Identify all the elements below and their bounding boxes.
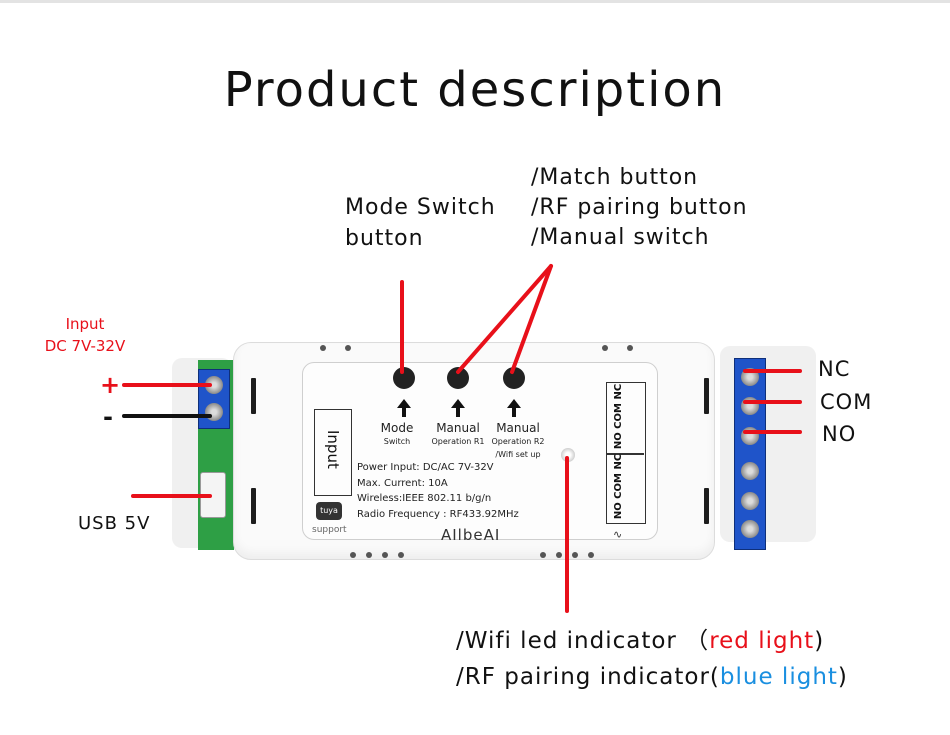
manual-r2-name: Manual <box>496 421 540 435</box>
mode-switch-button[interactable] <box>393 367 415 389</box>
relay1-marking: NO COM NC <box>613 383 625 450</box>
terminal-screw <box>741 462 759 480</box>
terminal-screw <box>741 368 759 386</box>
manual-r1-label: Manual Operation R1 <box>425 422 491 448</box>
manual-r2-sub: Operation R2 <box>491 437 545 446</box>
wifi-led-color: red light <box>709 628 815 654</box>
terminal-screw <box>741 492 759 510</box>
vent-hole <box>320 345 326 351</box>
manual-r2-button[interactable] <box>503 367 525 389</box>
terminal-screw <box>741 520 759 538</box>
com-label: COM <box>820 390 873 414</box>
rf-led-line: /RF pairing indicator(blue light) <box>456 659 848 695</box>
input-label-line1: Input <box>65 315 105 333</box>
power-terminal-block <box>198 369 230 429</box>
mode-button-label: Mode Switch <box>375 422 419 448</box>
usb-label: USB 5V <box>78 513 151 534</box>
vent-slot <box>251 378 256 414</box>
match-line2: /RF pairing button <box>531 195 748 220</box>
rf-led-suffix: ) <box>837 664 848 690</box>
mode-switch-line1: Mode Switch <box>345 195 496 220</box>
relay2-marking: NO COM NC <box>613 453 625 520</box>
manual-r1-button[interactable] <box>447 367 469 389</box>
manual-r1-name: Manual <box>436 421 480 435</box>
spec-current: Max. Current: 10A <box>357 477 448 489</box>
match-line1: /Match button <box>531 165 699 190</box>
input-label-line2: DC 7V-32V <box>44 337 126 355</box>
vent-hole <box>345 345 351 351</box>
spec-rf: Radio Frequency : RF433.92MHz <box>357 508 519 520</box>
status-led <box>561 448 575 462</box>
mode-switch-callout: Mode Switch button <box>345 192 496 254</box>
rf-led-prefix: /RF pairing indicator( <box>456 664 720 690</box>
tuya-logo: tuya <box>316 502 342 520</box>
mode-label-sub: Switch <box>383 437 411 446</box>
input-voltage-label: Input DC 7V-32V <box>40 313 130 357</box>
rf-led-color: blue light <box>719 664 838 690</box>
wifi-icon: ∿ <box>613 528 623 541</box>
wifi-led-line: /Wifi led indicator （red light) <box>456 623 848 659</box>
front-panel <box>302 362 658 540</box>
vent-hole <box>366 552 372 558</box>
top-divider <box>0 0 950 3</box>
vent-hole <box>398 552 404 558</box>
match-button-callout: /Match button /RF pairing button /Manual… <box>531 163 748 253</box>
up-arrow-icon <box>451 399 465 417</box>
wifi-led-prefix: /Wifi led indicator （ <box>456 628 710 654</box>
page-title: Product description <box>223 62 727 118</box>
mode-label-name: Mode <box>380 421 414 435</box>
vent-hole <box>350 552 356 558</box>
relay-marking-divider <box>606 453 644 455</box>
terminal-screw <box>205 376 223 394</box>
vent-hole <box>602 345 608 351</box>
vent-slot <box>704 488 709 524</box>
vent-slot <box>704 378 709 414</box>
spec-wireless: Wireless:IEEE 802.11 b/g/n <box>357 493 492 504</box>
input-marking-text: Input <box>324 430 342 469</box>
vent-hole <box>556 552 562 558</box>
vent-hole <box>627 345 633 351</box>
usb-port <box>200 472 226 518</box>
mode-switch-line2: button <box>345 226 424 251</box>
no-label: NO <box>822 422 857 446</box>
up-arrow-icon <box>397 399 411 417</box>
match-line3: /Manual switch <box>531 225 710 250</box>
nc-label: NC <box>818 357 851 381</box>
minus-sign: - <box>103 403 113 431</box>
spec-list: Power Input: DC/AC 7V-32V Max. Current: … <box>357 460 519 522</box>
manual-r2-label: Manual Operation R2 /Wifi set up <box>486 422 550 461</box>
manual-r1-sub: Operation R1 <box>431 437 485 446</box>
vent-hole <box>588 552 594 558</box>
terminal-screw <box>741 397 759 415</box>
vent-hole <box>382 552 388 558</box>
terminal-screw <box>741 427 759 445</box>
input-marking-box <box>314 409 352 496</box>
up-arrow-icon <box>507 399 521 417</box>
indicator-callout: /Wifi led indicator （red light) /RF pair… <box>456 623 848 695</box>
vent-hole <box>572 552 578 558</box>
brand-name: AIlbeAI <box>441 526 501 544</box>
vent-hole <box>540 552 546 558</box>
relay-terminal-block <box>734 358 766 550</box>
spec-power: Power Input: DC/AC 7V-32V <box>357 462 494 473</box>
support-text: support <box>312 525 347 535</box>
vent-slot <box>251 488 256 524</box>
manual-r2-sub2: /Wifi set up <box>495 450 541 459</box>
plus-sign: + <box>100 371 121 399</box>
wifi-led-suffix: ) <box>814 628 825 654</box>
